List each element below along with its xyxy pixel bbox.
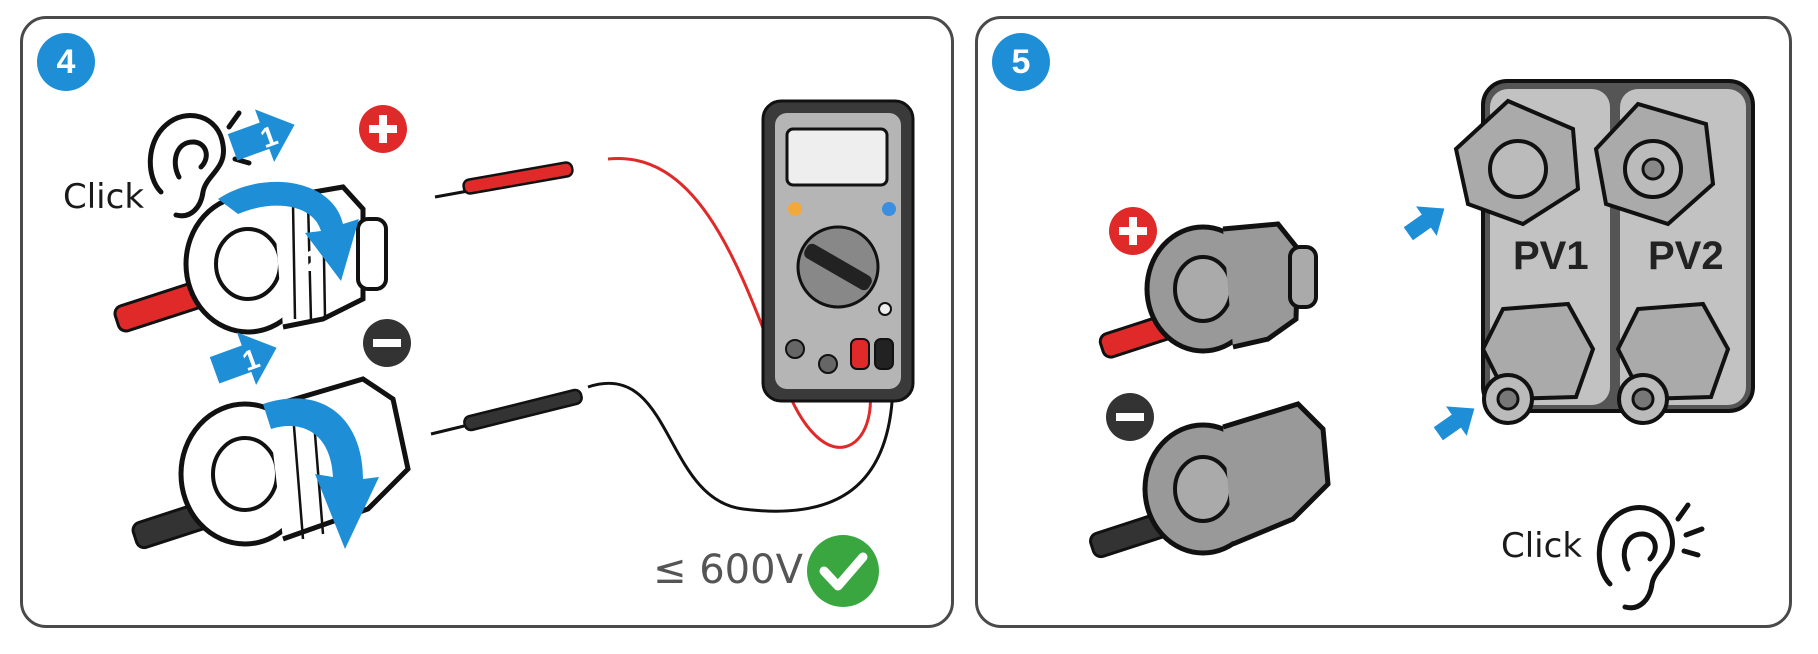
push-arrow-icon: 1 bbox=[209, 332, 277, 385]
black-probe bbox=[430, 378, 895, 513]
port-pv1-label: PV1 bbox=[1513, 234, 1589, 278]
pv1-negative-port bbox=[1480, 301, 1596, 425]
click-label: Click bbox=[1501, 526, 1583, 566]
arrow-icon bbox=[1433, 406, 1475, 441]
step-5-badge: 5 bbox=[992, 33, 1050, 91]
push-arrow-icon: 1 bbox=[227, 109, 295, 162]
minus-icon bbox=[1106, 393, 1154, 441]
voltage-value: 600V bbox=[699, 547, 803, 593]
pv2-negative-port bbox=[1615, 301, 1731, 425]
minus-icon bbox=[363, 319, 411, 367]
rotate-label: 2 bbox=[305, 245, 322, 278]
step-4-illustration: 1 2 bbox=[113, 99, 915, 607]
pv-port-plate: PV1 PV2 bbox=[1453, 79, 1755, 425]
ear-icon bbox=[1596, 502, 1705, 611]
plus-icon bbox=[359, 105, 407, 153]
click-label: Click bbox=[63, 177, 145, 217]
pv2-positive-port bbox=[1593, 101, 1716, 227]
plus-icon bbox=[1109, 207, 1157, 255]
negative-connector bbox=[1089, 401, 1331, 559]
rotate-arrow-icon bbox=[263, 398, 379, 549]
step-4-panel: 4 Click 1 bbox=[20, 16, 954, 628]
voltage-limit: ≤ 600V bbox=[653, 547, 803, 593]
step-4-badge: 4 bbox=[37, 33, 95, 91]
arrow-icon bbox=[1403, 206, 1445, 241]
voltage-symbol: ≤ bbox=[653, 547, 687, 593]
rotate-arrow-icon: 2 bbox=[218, 181, 359, 281]
check-icon bbox=[807, 535, 879, 607]
pv1-positive-port bbox=[1453, 98, 1581, 227]
multimeter-icon bbox=[761, 99, 915, 403]
positive-connector bbox=[1098, 221, 1318, 359]
step-5-panel: 5 Click bbox=[975, 16, 1792, 628]
step-5-illustration: PV1 PV2 bbox=[1089, 79, 1755, 611]
port-pv2-label: PV2 bbox=[1648, 234, 1724, 278]
